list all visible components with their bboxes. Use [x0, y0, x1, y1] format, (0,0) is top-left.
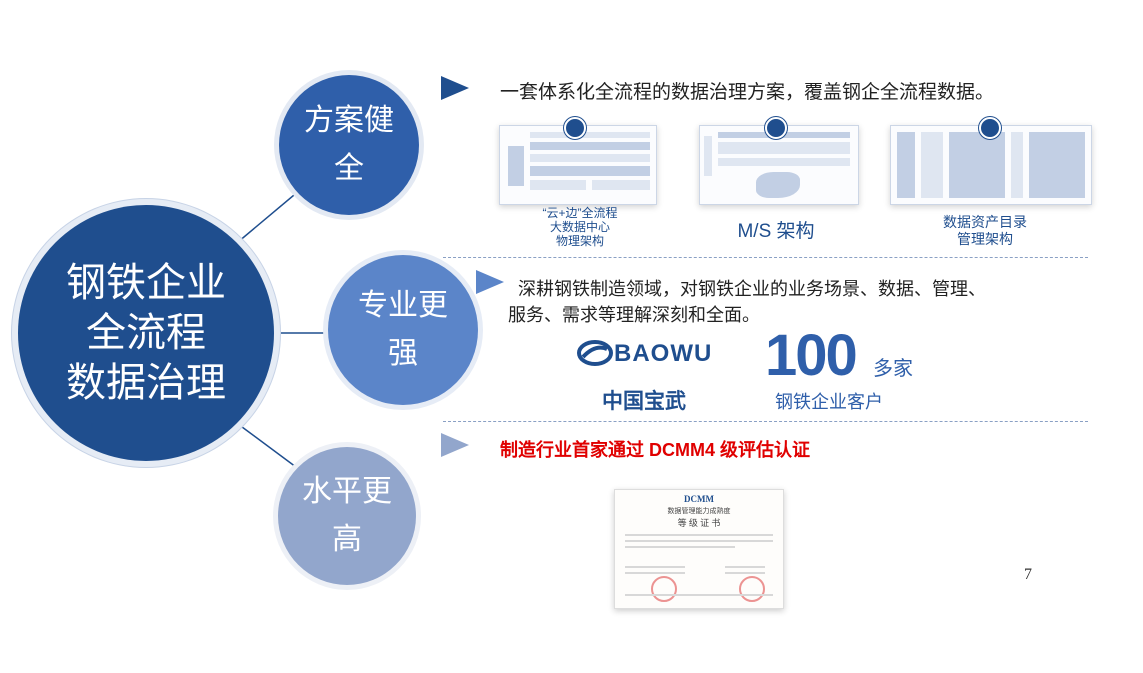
thumbnail-marker-icon: [564, 117, 586, 139]
cert-seal-icon: [651, 576, 677, 602]
pillar-circle-professional: 专业更 强: [328, 255, 478, 405]
pillar-2-line-1: 专业更: [358, 288, 448, 323]
center-topic-line-1: 钢铁企业: [66, 260, 226, 306]
caption-ms-architecture: M/S 架构: [737, 221, 815, 242]
pillar-2-line-2: 强: [388, 336, 418, 371]
section2-text-line-2: 服务、需求等理解深刻和全面。: [508, 305, 760, 325]
pillar-1-line-1: 方案健: [304, 103, 394, 138]
baowu-logo-icon: [577, 340, 613, 366]
cert-seal-icon: [739, 576, 765, 602]
thumbnail-marker-icon: [765, 117, 787, 139]
thumbnail-marker-icon: [979, 117, 1001, 139]
bullet-arrow-icon: [441, 76, 469, 100]
pillar-circle-level: 水平更 高: [278, 447, 416, 585]
section-divider: [443, 421, 1088, 422]
cert-subtitle: 数据管理能力成熟度: [667, 507, 731, 515]
baowu-chinese-name: 中国宝武: [602, 390, 686, 413]
cert-logo: DCMM: [684, 494, 714, 504]
caption-cloud-edge: “云+边”全流程 大数据中心 物理架构: [542, 206, 618, 248]
architecture-thumbnail-ms: [699, 125, 859, 205]
pillar-1-line-2: 全: [334, 151, 364, 186]
customer-count-unit: 多家: [873, 358, 913, 380]
section1-text: 一套体系化全流程的数据治理方案，覆盖钢企全流程数据。: [500, 82, 995, 103]
customer-count-number: 100: [765, 323, 858, 388]
bullet-arrow-icon: [441, 433, 469, 457]
baowu-logo-text: BAOWU: [614, 340, 713, 367]
pillar-3-line-2: 高: [332, 522, 362, 557]
cert-title: 等 级 证 书: [677, 518, 721, 528]
section2-text-line-1: 深耕钢铁制造领域，对钢铁企业的业务场景、数据、管理、: [518, 279, 986, 299]
center-topic-circle: 钢铁企业 全流程 数据治理: [18, 205, 274, 461]
pillar-3-line-1: 水平更: [302, 474, 392, 509]
center-topic-line-3: 数据治理: [66, 360, 226, 406]
dcmm-certificate-image: DCMM 数据管理能力成熟度 等 级 证 书: [614, 489, 784, 609]
center-topic-line-2: 全流程: [86, 310, 206, 356]
section3-certification-text: 制造行业首家通过 DCMM4 级评估认证: [500, 440, 810, 460]
bullet-arrow-icon: [476, 270, 504, 294]
customer-count-caption: 钢铁企业客户: [775, 392, 883, 412]
architecture-thumbnail-catalog: [890, 125, 1092, 205]
section-divider: [443, 257, 1088, 258]
pillar-circle-complete: 方案健 全: [279, 75, 419, 215]
caption-asset-catalog: 数据资产目录 管理架构: [943, 214, 1027, 247]
page-number: 7: [1024, 566, 1032, 583]
